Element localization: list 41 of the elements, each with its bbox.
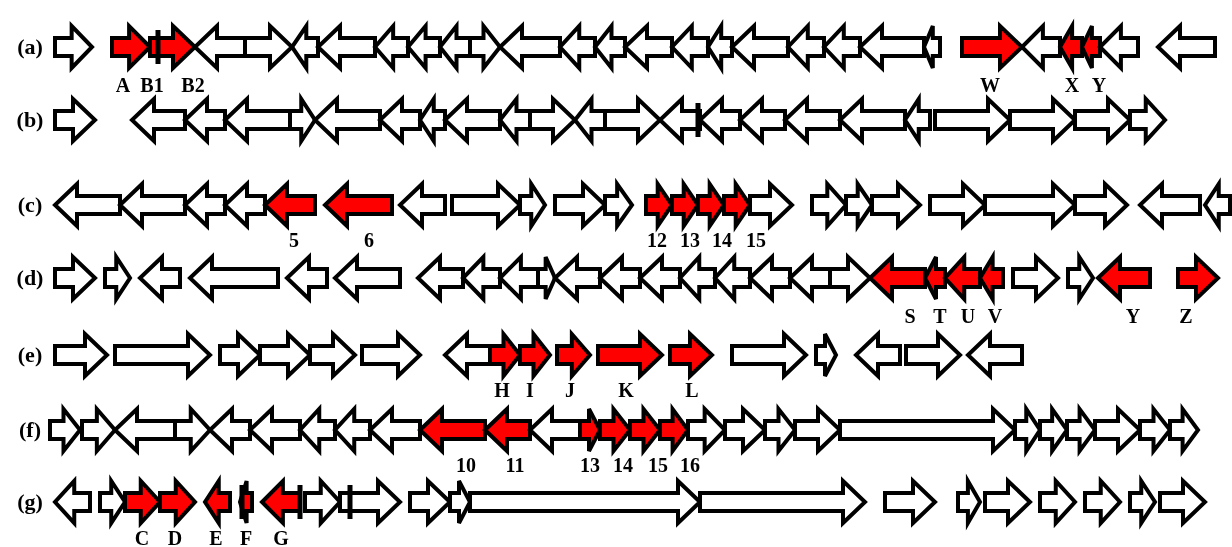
panel-label: (d): [16, 267, 44, 289]
gene-label: 11: [505, 455, 525, 475]
gene-label: 14: [712, 230, 732, 250]
panel-label: (f): [19, 419, 41, 441]
gene-label: 15: [746, 230, 766, 250]
gene-label: U: [960, 306, 976, 326]
gene-label: L: [685, 380, 699, 400]
gene-label: C: [134, 528, 150, 547]
gene-label: X: [1064, 75, 1080, 95]
gene-label: I: [526, 380, 534, 400]
gene-label: F: [239, 528, 253, 547]
gene-label: Y: [1091, 75, 1107, 95]
gene-label: B2: [181, 75, 205, 95]
gene-label: 16: [680, 455, 700, 475]
gene-label: 15: [648, 455, 668, 475]
gene-label: 10: [456, 455, 476, 475]
gene-label: D: [167, 528, 183, 547]
gene-label: 13: [680, 230, 700, 250]
gene-label: 12: [647, 230, 667, 250]
gene-label: A: [115, 75, 131, 95]
gene-label: H: [494, 380, 510, 400]
gene-label: G: [273, 528, 289, 547]
panel-label: (c): [17, 194, 43, 216]
gene-label: Z: [1179, 306, 1193, 326]
panel-label: (e): [17, 344, 43, 366]
panel-label: (a): [17, 36, 43, 58]
gene-label: K: [618, 380, 634, 400]
gene-label: E: [209, 528, 223, 547]
panel-label: (g): [17, 491, 43, 513]
gene-label: J: [565, 380, 575, 400]
panel-label: (b): [16, 109, 44, 131]
gene-label: 5: [289, 230, 299, 250]
gene-label: B1: [140, 75, 164, 95]
gene-label: S: [904, 306, 916, 326]
gene-label: T: [933, 306, 947, 326]
gene-label: V: [987, 306, 1003, 326]
gene-label: W: [980, 75, 1000, 95]
gene-label: 14: [613, 455, 633, 475]
gene-label: 6: [364, 230, 374, 250]
gene-label: Y: [1125, 306, 1141, 326]
gene-label: 13: [580, 455, 600, 475]
